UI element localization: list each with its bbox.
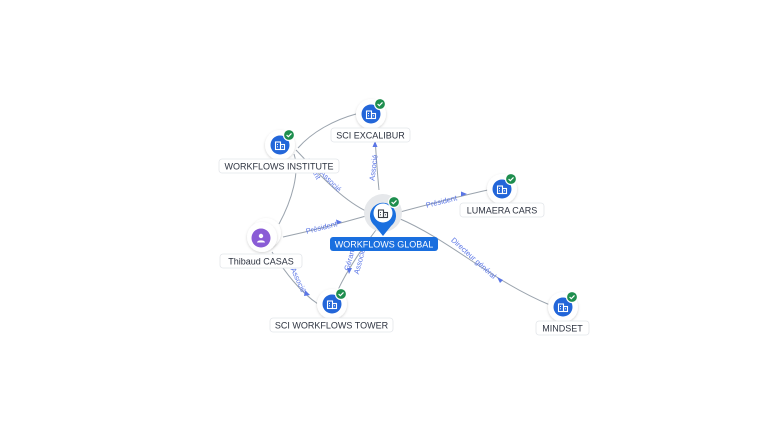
- edge-arrow: [461, 191, 467, 197]
- node-label: WORKFLOWS GLOBAL: [335, 240, 434, 250]
- node-label: SCI EXCALIBUR: [336, 131, 405, 141]
- edge-arrow: [304, 290, 310, 296]
- edge-label: Associé: [367, 154, 379, 181]
- edge-label: Président: [305, 219, 339, 236]
- edge-label: Président: [425, 193, 459, 210]
- edge-arrow: [336, 219, 342, 225]
- node-sci-excalibur[interactable]: SCI EXCALIBUR: [330, 97, 411, 143]
- node-thibaud-casas[interactable]: Thibaud CASAS: [219, 218, 303, 269]
- check-badge-icon: [282, 128, 296, 142]
- edge-global-mindset[interactable]: Directeur général: [397, 217, 551, 306]
- check-badge-icon: [373, 97, 387, 111]
- node-mindset[interactable]: MINDSET: [535, 290, 590, 336]
- node-label: LUMAERA CARS: [467, 206, 538, 216]
- node-label-bg: [459, 202, 545, 218]
- edge-global-excalibur[interactable]: Associé: [367, 137, 380, 191]
- nodes-layer: WORKFLOWS GLOBAL SCI EXCALIBUR WORKFLOWS…: [218, 97, 590, 336]
- check-badge-icon: [334, 287, 348, 301]
- node-label-bg: [269, 317, 394, 333]
- node-label-bg: [219, 253, 303, 269]
- node-label: SCI WORKFLOWS TOWER: [275, 321, 389, 331]
- check-badge-icon: [387, 195, 401, 209]
- node-label-bg: [330, 127, 411, 143]
- node-sci-workflows-tower[interactable]: SCI WORKFLOWS TOWER: [269, 287, 394, 333]
- check-badge-icon: [504, 172, 518, 186]
- node-lumaera-cars[interactable]: LUMAERA CARS: [459, 172, 545, 218]
- node-label: MINDSET: [542, 324, 583, 334]
- node-label-bg: [535, 320, 590, 336]
- node-label-bg: [330, 237, 438, 251]
- edge-institute-excalibur[interactable]: [297, 113, 357, 149]
- edge-thibaud-global[interactable]: Président: [282, 215, 367, 238]
- check-badge-icon: [565, 290, 579, 304]
- node-label: Thibaud CASAS: [228, 257, 294, 267]
- edge-label: Associé: [289, 266, 308, 294]
- node-label-bg: [218, 158, 340, 174]
- edge-label: Directeur général: [449, 236, 498, 281]
- edge-arrow: [372, 141, 378, 147]
- edge-arrow: [347, 268, 352, 274]
- edge-arrow: [497, 277, 503, 283]
- node-label: WORKFLOWS INSTITUTE: [225, 162, 334, 172]
- node-workflows-global[interactable]: WORKFLOWS GLOBAL: [330, 194, 438, 251]
- node-workflows-institute[interactable]: WORKFLOWS INSTITUTE: [218, 128, 340, 174]
